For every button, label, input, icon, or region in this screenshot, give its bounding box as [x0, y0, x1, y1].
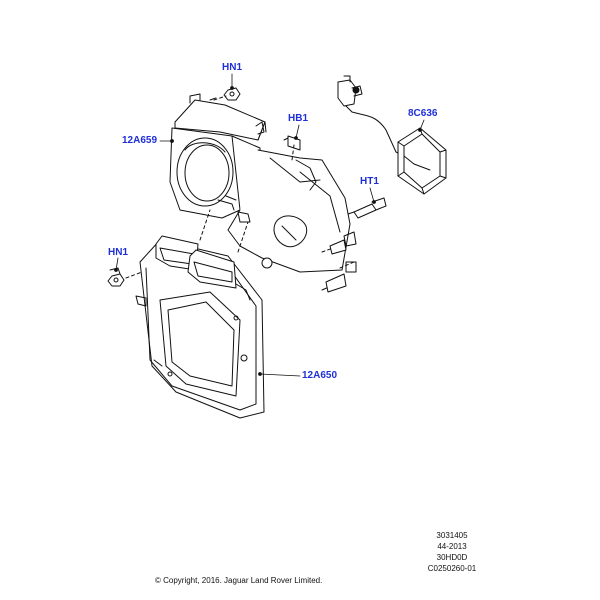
copyright-notice: © Copyright, 2016. Jaguar Land Rover Lim…: [155, 576, 323, 585]
callout-12a650: 12A650: [302, 370, 338, 381]
ref-code-1: 3031405: [436, 531, 468, 540]
callout-ht1: HT1: [360, 176, 379, 187]
callout-hb1: HB1: [288, 113, 309, 124]
ref-code-4: C0250260-01: [427, 564, 477, 573]
callout-hn1-left: HN1: [108, 247, 129, 258]
ref-code-2: 44-2013: [437, 542, 467, 551]
leader-lines: [114, 73, 425, 377]
ref-code-3: 30HD0D: [436, 553, 468, 562]
stud-part: [347, 197, 387, 219]
callout-8c636: 8C636: [408, 108, 438, 119]
mounting-bracket-part: [169, 87, 357, 293]
callout-12a659: 12A659: [122, 135, 158, 146]
nut-part: [107, 267, 125, 287]
callout-hn1-top: HN1: [222, 62, 243, 73]
sensor-part: [337, 75, 447, 195]
control-module-part: [125, 209, 265, 419]
